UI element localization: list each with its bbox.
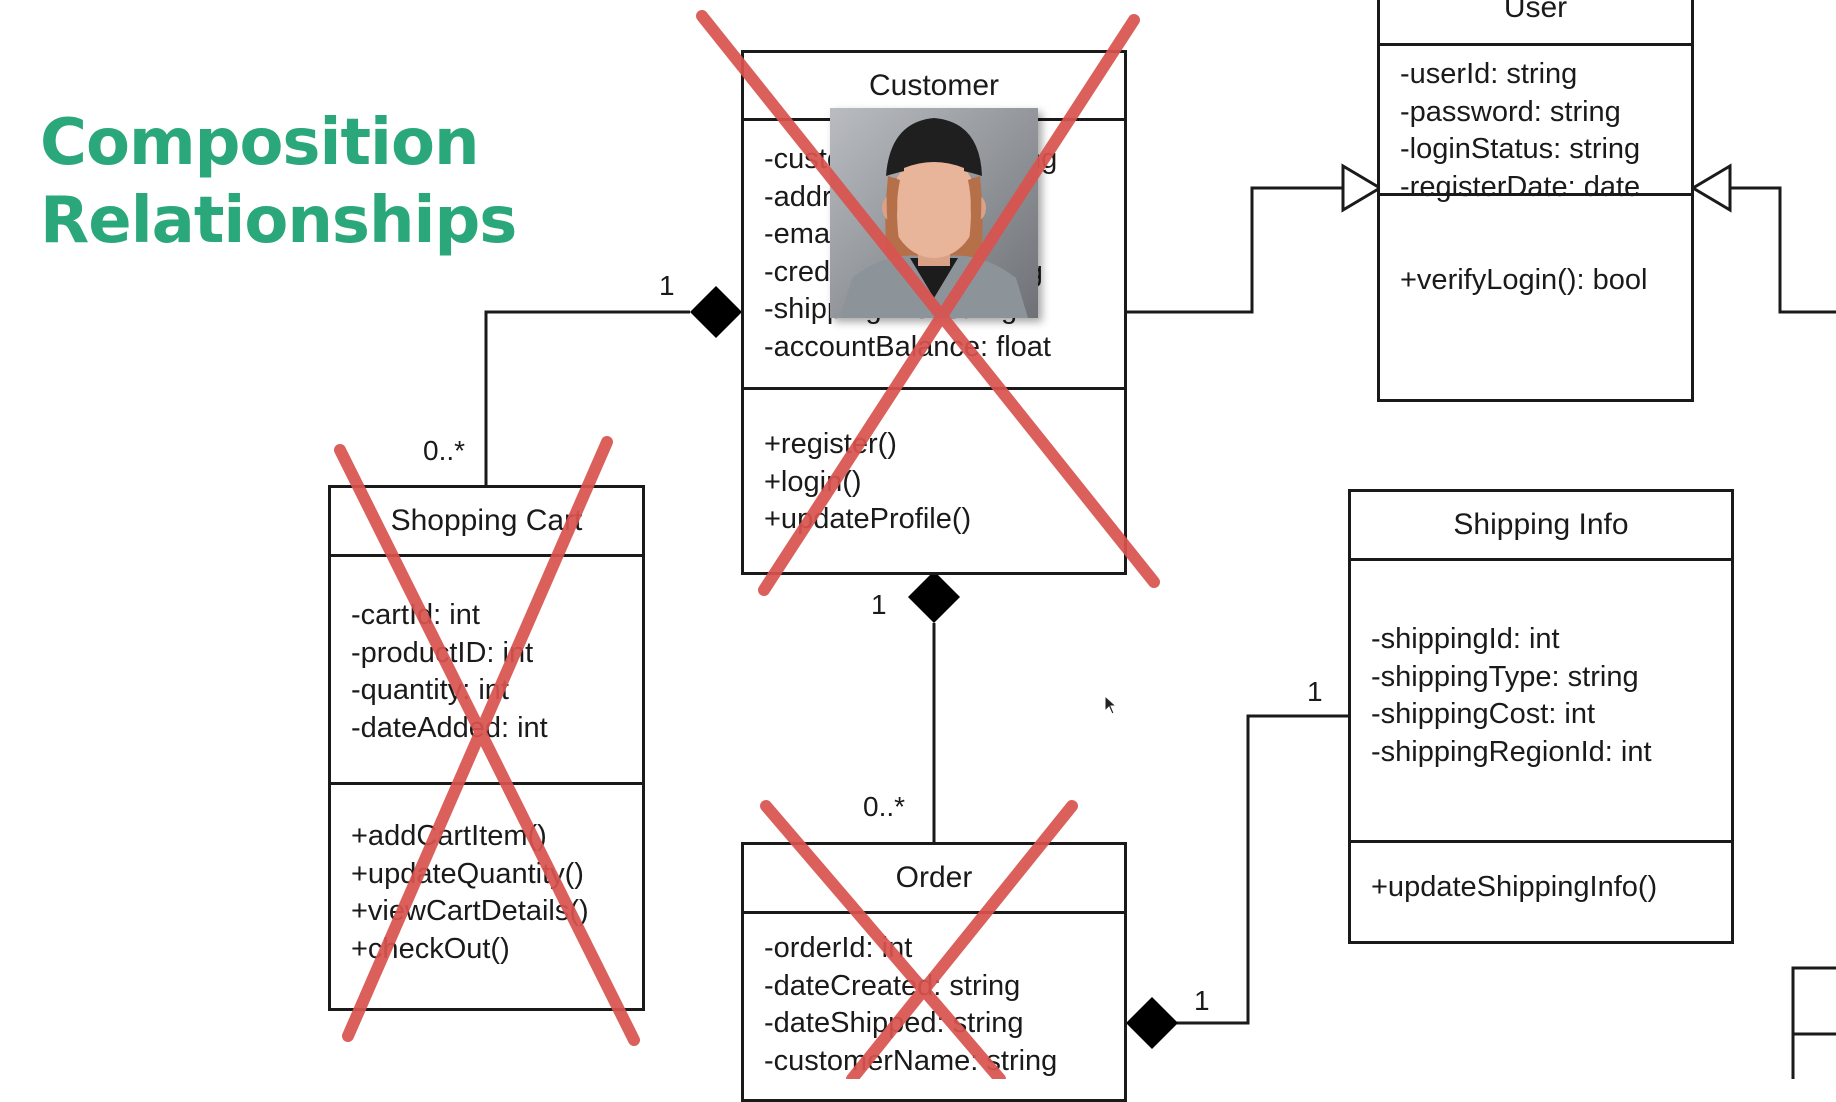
customer-user-line	[1126, 186, 1343, 314]
attribute: -shippingRegionId: int	[1371, 735, 1652, 768]
right-user-line	[1730, 186, 1836, 314]
order-attributes: -orderId: int -dateCreated: string -date…	[744, 914, 1124, 1080]
cross-mark-icon	[696, 10, 1160, 596]
customer-methods: +register() +login() +updateProfile()	[744, 390, 1124, 539]
composition-diamond-icon	[690, 286, 742, 338]
title-line-1: Composition	[40, 106, 480, 180]
attribute: -loginStatus: string	[1400, 133, 1641, 165]
customer-cart-line	[484, 310, 690, 486]
user-class-name: User	[1380, 0, 1691, 46]
mult-customer-cart: 1	[659, 270, 675, 301]
attribute: -password: string	[1400, 95, 1621, 128]
user-methods: +verifyLogin(): bool	[1380, 196, 1691, 300]
method: +addCartItem()	[351, 820, 547, 852]
connectors-layer	[484, 163, 1836, 1079]
shipping-info-attributes: -shippingId: int -shippingType: string -…	[1351, 561, 1731, 843]
attribute: -shippingCost: int	[1371, 698, 1596, 730]
method: +verifyLogin(): bool	[1400, 264, 1648, 296]
mult-order-customer: 0..*	[863, 791, 906, 822]
method: +viewCartDetails()	[351, 895, 589, 927]
mult-cart-customer: 0..*	[423, 435, 466, 466]
cross-mark-icon	[334, 436, 640, 1046]
mult-shipping-order: 1	[1307, 676, 1323, 707]
shopping-cart-methods: +addCartItem() +updateQuantity() +viewCa…	[331, 785, 642, 968]
title-line-2: Relationships	[40, 184, 517, 258]
mult-order-shipping: 1	[1194, 985, 1210, 1016]
shopping-cart-class-name: Shopping Cart	[331, 488, 642, 557]
mouse-cursor-icon	[1104, 695, 1118, 715]
composition-diamond-icon	[1126, 997, 1178, 1049]
method: +updateShippingInfo()	[1371, 871, 1658, 903]
attribute: -accountBalance: float	[764, 330, 1051, 363]
user-class[interactable]: User -userId: string -password: string -…	[1377, 0, 1694, 402]
cross-marks-layer	[334, 10, 1160, 1079]
method: +register()	[764, 428, 897, 460]
avatar-illustration	[840, 118, 1028, 318]
order-shipping-line	[1175, 714, 1350, 1025]
mult-customer-order: 1	[871, 589, 887, 620]
user-attributes: -userId: string -password: string -login…	[1380, 46, 1691, 203]
shipping-info-class[interactable]: Shipping Info -shippingId: int -shipping…	[1348, 489, 1734, 944]
attribute: -shippingType: string	[1371, 660, 1639, 693]
inheritance-triangle-icon	[1341, 163, 1383, 213]
order-class-name: Order	[744, 845, 1124, 914]
attribute: -customerName: string	[764, 1044, 1058, 1077]
attribute: -dateAdded: int	[351, 711, 548, 744]
shopping-cart-class[interactable]: Shopping Cart -cartId: int -productID: i…	[328, 485, 645, 1011]
shipping-info-methods: +updateShippingInfo()	[1351, 843, 1731, 907]
person-avatar-icon	[830, 108, 1038, 318]
cross-mark-icon	[760, 800, 1078, 1079]
shipping-info-class-name: Shipping Info	[1351, 492, 1731, 561]
attribute: -registerDate: date	[1400, 170, 1641, 203]
offscreen-class-box	[1791, 966, 1836, 1079]
composition-diamond-icon	[908, 571, 960, 623]
page-title: Composition Relationships	[40, 104, 517, 260]
attribute: -userId: string	[1400, 58, 1578, 90]
attribute: -quantity: int	[351, 674, 509, 706]
attribute: -dateCreated: string	[764, 969, 1021, 1002]
inheritance-triangle-icon	[1690, 163, 1732, 213]
attribute: -shippingId: int	[1371, 623, 1560, 655]
